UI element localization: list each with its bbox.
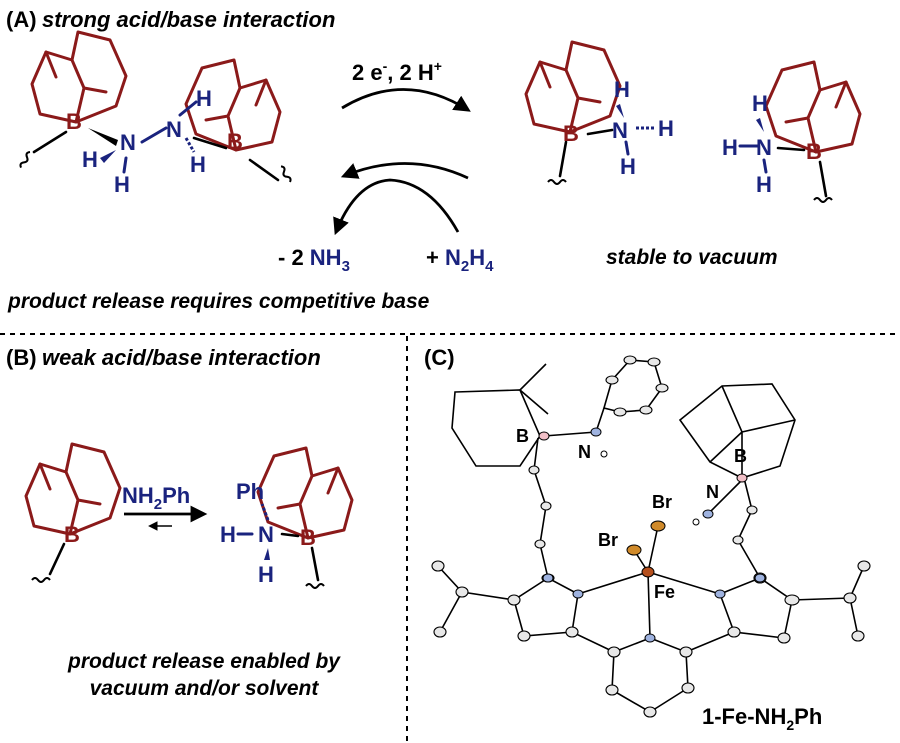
panel-c-tag: (C) — [424, 345, 455, 370]
atom-b-b1: B — [64, 522, 80, 547]
atom-n-b1: N — [258, 522, 274, 547]
atom-h-p2c: H — [756, 172, 772, 197]
panel-b-footer-2: vacuum and/or solvent — [90, 677, 320, 700]
atom-h-4: H — [190, 152, 206, 177]
hydrazine-adduct: B N N B H H H H — [18, 30, 293, 197]
atom-h-3: H — [196, 86, 212, 111]
panel-b-title: weak acid/base interaction — [42, 345, 321, 370]
atom-h-b1: H — [220, 522, 236, 547]
aniline-adduct: Ph H N B H — [220, 446, 354, 589]
ammonia-adduct-1: B N H H H — [524, 40, 674, 185]
atom-n-p1: N — [612, 118, 628, 143]
xray-label-n1: N — [578, 442, 591, 462]
forward-reagent: 2 e-, 2 H+ — [352, 58, 442, 85]
byproduct-nh3: - 2 NH3 — [278, 245, 350, 275]
atom-b-p2: B — [806, 139, 822, 164]
atom-h-p1a: H — [614, 77, 630, 102]
atom-h-b2: H — [258, 562, 274, 587]
panel-a-tag: (A) — [6, 7, 37, 32]
exchange-arrow — [333, 178, 460, 236]
atom-n-p2: N — [756, 135, 772, 160]
atom-n-right: N — [166, 117, 182, 142]
atom-h-2: H — [114, 172, 130, 197]
atom-h-p1b: H — [658, 116, 674, 141]
atom-h-p2b: H — [722, 135, 738, 160]
ammonia-adduct-2: B N H H H — [722, 60, 862, 203]
atom-n-left: N — [120, 130, 136, 155]
panel-b-footer-1: product release enabled by — [67, 650, 341, 673]
panel-a-footer: product release requires competitive bas… — [7, 290, 430, 313]
atom-h-p2a: H — [752, 91, 768, 116]
xray-label-br2: Br — [598, 530, 618, 550]
panel-b-tag: (B) — [6, 345, 37, 370]
xray-label-b2: B — [734, 446, 747, 466]
atom-b-left: B — [66, 109, 82, 134]
bbn-free-borane: B — [24, 442, 122, 583]
atom-b-right: B — [227, 129, 243, 154]
phenyl-label: Ph — [236, 479, 264, 504]
crystal-structure: B N B N Br Br Fe — [431, 355, 871, 718]
xray-label-b1: B — [516, 426, 529, 446]
panel-c: (C) — [424, 345, 871, 733]
reactant-n2h4: + N2H4 — [426, 245, 494, 275]
panel-b-reagent: NH2Ph — [122, 483, 190, 513]
forward-arrow — [341, 88, 471, 112]
ellipsoids — [431, 355, 871, 718]
compound-label: 1-Fe-NH2Ph — [702, 704, 822, 733]
atom-b-p1: B — [563, 121, 579, 146]
xray-label-br1: Br — [652, 492, 672, 512]
panel-b: (B) weak acid/base interaction B NH2Ph P… — [6, 345, 354, 700]
xray-label-n2: N — [706, 482, 719, 502]
stable-note: stable to vacuum — [606, 246, 778, 269]
atom-b-b2: B — [300, 525, 316, 550]
reverse-arrow — [340, 162, 469, 180]
panel-a: (A) strong acid/base interaction B N N B — [6, 7, 862, 313]
atom-h-p1c: H — [620, 154, 636, 179]
atom-h-1: H — [82, 147, 98, 172]
xray-label-fe: Fe — [654, 582, 675, 602]
panel-a-title: strong acid/base interaction — [42, 7, 335, 32]
